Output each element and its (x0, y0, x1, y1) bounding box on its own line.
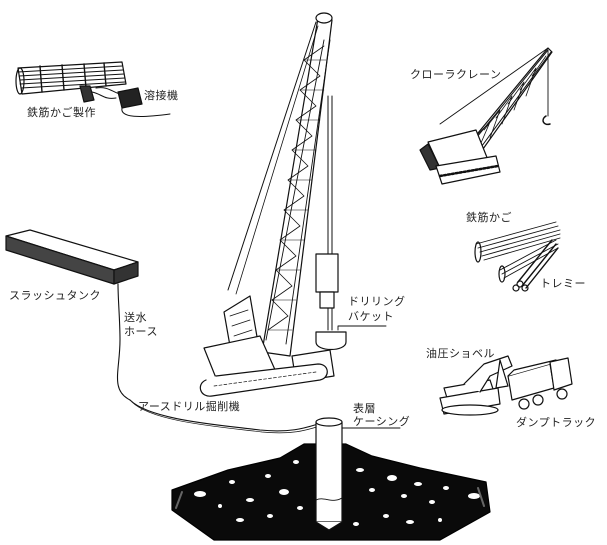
label-crawler-crane: クローラクレーン (410, 68, 502, 81)
label-surface-casing-1: 表層 (353, 402, 376, 415)
label-water-hose-1: 送水 (124, 311, 147, 324)
label-drilling-bucket-2: バケット (348, 310, 394, 323)
rebar-cage-fabrication-illustration (15, 61, 171, 117)
label-slush-tank: スラッシュタンク (9, 289, 101, 302)
dump-truck-illustration (507, 357, 573, 410)
label-rebar-cage-fabrication: 鉄筋かご製作 (27, 106, 96, 119)
label-earth-drill-machine: アースドリル掘削機 (138, 400, 241, 413)
earth-drill-machine-illustration (199, 12, 347, 397)
label-tremie: トレミー (540, 277, 586, 290)
ground-cross-section (171, 417, 491, 541)
label-hydraulic-shovel: 油圧ショベル (426, 347, 495, 360)
leader-drilling-bucket (337, 325, 387, 331)
label-surface-casing-2: ケーシング (353, 415, 411, 428)
hydraulic-shovel-illustration (439, 355, 513, 416)
crawler-crane-illustration (419, 47, 553, 185)
label-drilling-bucket-1: ドリリング (348, 295, 406, 308)
label-welding-machine: 溶接機 (144, 89, 179, 102)
label-rebar-cage: 鉄筋かご (466, 211, 512, 224)
label-dump-truck: ダンプトラック (516, 416, 597, 429)
label-water-hose-2: ホース (124, 325, 158, 338)
slush-tank-illustration (5, 229, 139, 401)
rebar-cage-and-tremie-illustration (474, 221, 561, 292)
water-hose (129, 399, 319, 432)
soil-voids (194, 460, 480, 526)
